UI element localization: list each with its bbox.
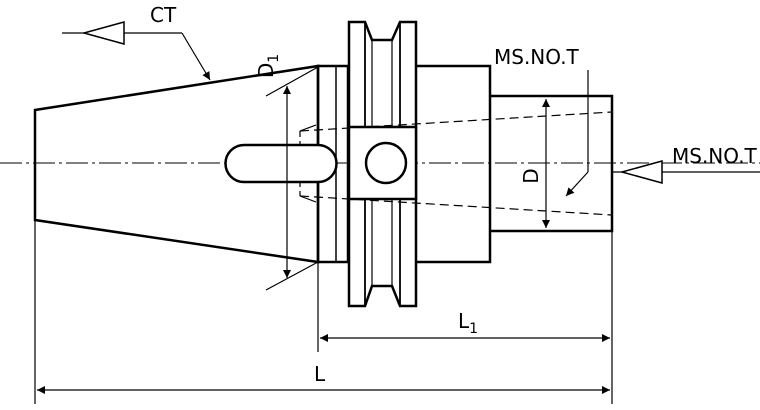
l-label: L bbox=[314, 362, 326, 386]
hidden-bore-bottom bbox=[299, 195, 613, 216]
hidden-bore-top bbox=[299, 111, 613, 132]
hidden-chamfer-top bbox=[299, 124, 317, 132]
l1-label: L1 bbox=[458, 309, 478, 337]
ms-right-label: MS.NO.T bbox=[672, 144, 758, 168]
ms-top-label: MS.NO.T bbox=[494, 45, 580, 69]
d-label: D bbox=[519, 168, 543, 183]
d1-extension-top bbox=[265, 66, 319, 97]
ct-arrow-icon bbox=[81, 21, 125, 45]
drive-slot bbox=[224, 143, 338, 184]
set-screw-hole bbox=[364, 141, 408, 185]
ms-top-leader-arrow bbox=[565, 171, 589, 197]
holder-body bbox=[416, 64, 492, 264]
ct-label: CT bbox=[150, 3, 177, 27]
holder-nose bbox=[490, 94, 614, 233]
d1-label: D1 bbox=[254, 54, 282, 78]
d1-extension-bottom bbox=[265, 261, 319, 291]
ct-leader-line bbox=[181, 32, 211, 81]
hidden-chamfer-bottom bbox=[299, 195, 317, 203]
ms-right-arrow-icon bbox=[619, 160, 663, 184]
